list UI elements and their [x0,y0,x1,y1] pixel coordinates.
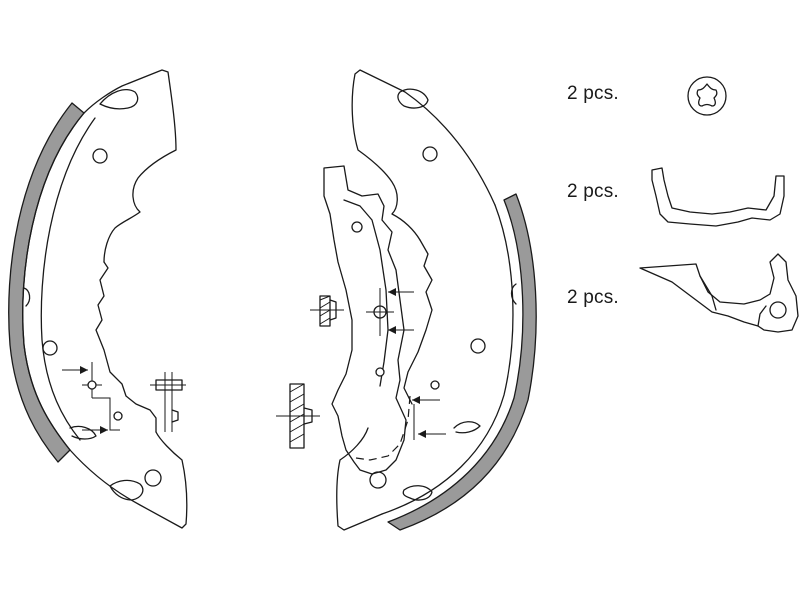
left-shoe-rim [22,112,85,451]
left-shoe-hole-top [92,148,108,164]
adjuster-strut-markers [366,288,446,440]
adjuster-lever-quantity-label: 2 pcs. [567,287,619,308]
right-brake-shoe [336,69,537,531]
left-shoe-hole-small [113,411,123,421]
torx-pin-head-icon [687,76,727,116]
right-shoe-rim [381,204,514,515]
left-shoe-rim-inner [40,117,96,441]
adjuster-strut-inner [343,199,389,387]
left-shoe-bottom-notch [109,479,144,501]
left-shoe-side-notch [23,287,31,307]
retaining-pin-quantity-label: 2 pcs. [567,83,619,104]
left-shoe-section-symbol [150,372,186,432]
right-shoe-side-notch [510,283,517,305]
adjuster-strut-hole-low [375,367,385,377]
right-shoe-friction-lining [387,193,537,531]
adjuster-lever-icon [639,253,799,333]
spring-clip-quantity-label: 2 pcs. [567,181,619,202]
left-brake-shoe [8,69,188,529]
left-shoe-hole-mid [42,340,58,356]
left-shoe-top-notch [99,89,139,110]
right-shoe-bottom-lug [336,427,383,531]
right-shoe-top-notch [397,88,429,109]
left-shoe-lower-notch [69,425,97,440]
right-shoe-hole-top [422,146,438,162]
left-shoe-pin-marker [62,362,120,434]
adjuster-strut [323,165,446,475]
left-shoe-bottom-lug [69,431,188,529]
left-shoe-web [95,261,157,433]
adjuster-strut-outline [323,165,407,475]
section-symbol-lower [276,383,320,449]
section-symbol-upper [310,295,344,327]
right-shoe-hole-small [430,380,440,390]
left-shoe-hole-bottom [144,469,162,487]
right-shoe-hole-mid [470,338,486,354]
right-shoe-bottom-notch [402,485,433,501]
right-shoe-web [403,239,433,405]
adjuster-strut-hole-top [351,221,363,233]
adjuster-strut-dashed [355,395,411,461]
right-shoe-lower-notch [453,421,481,434]
right-shoe-top-lug [351,69,496,241]
left-shoe-top-lug [83,69,177,263]
spring-clip-icon [651,167,785,227]
